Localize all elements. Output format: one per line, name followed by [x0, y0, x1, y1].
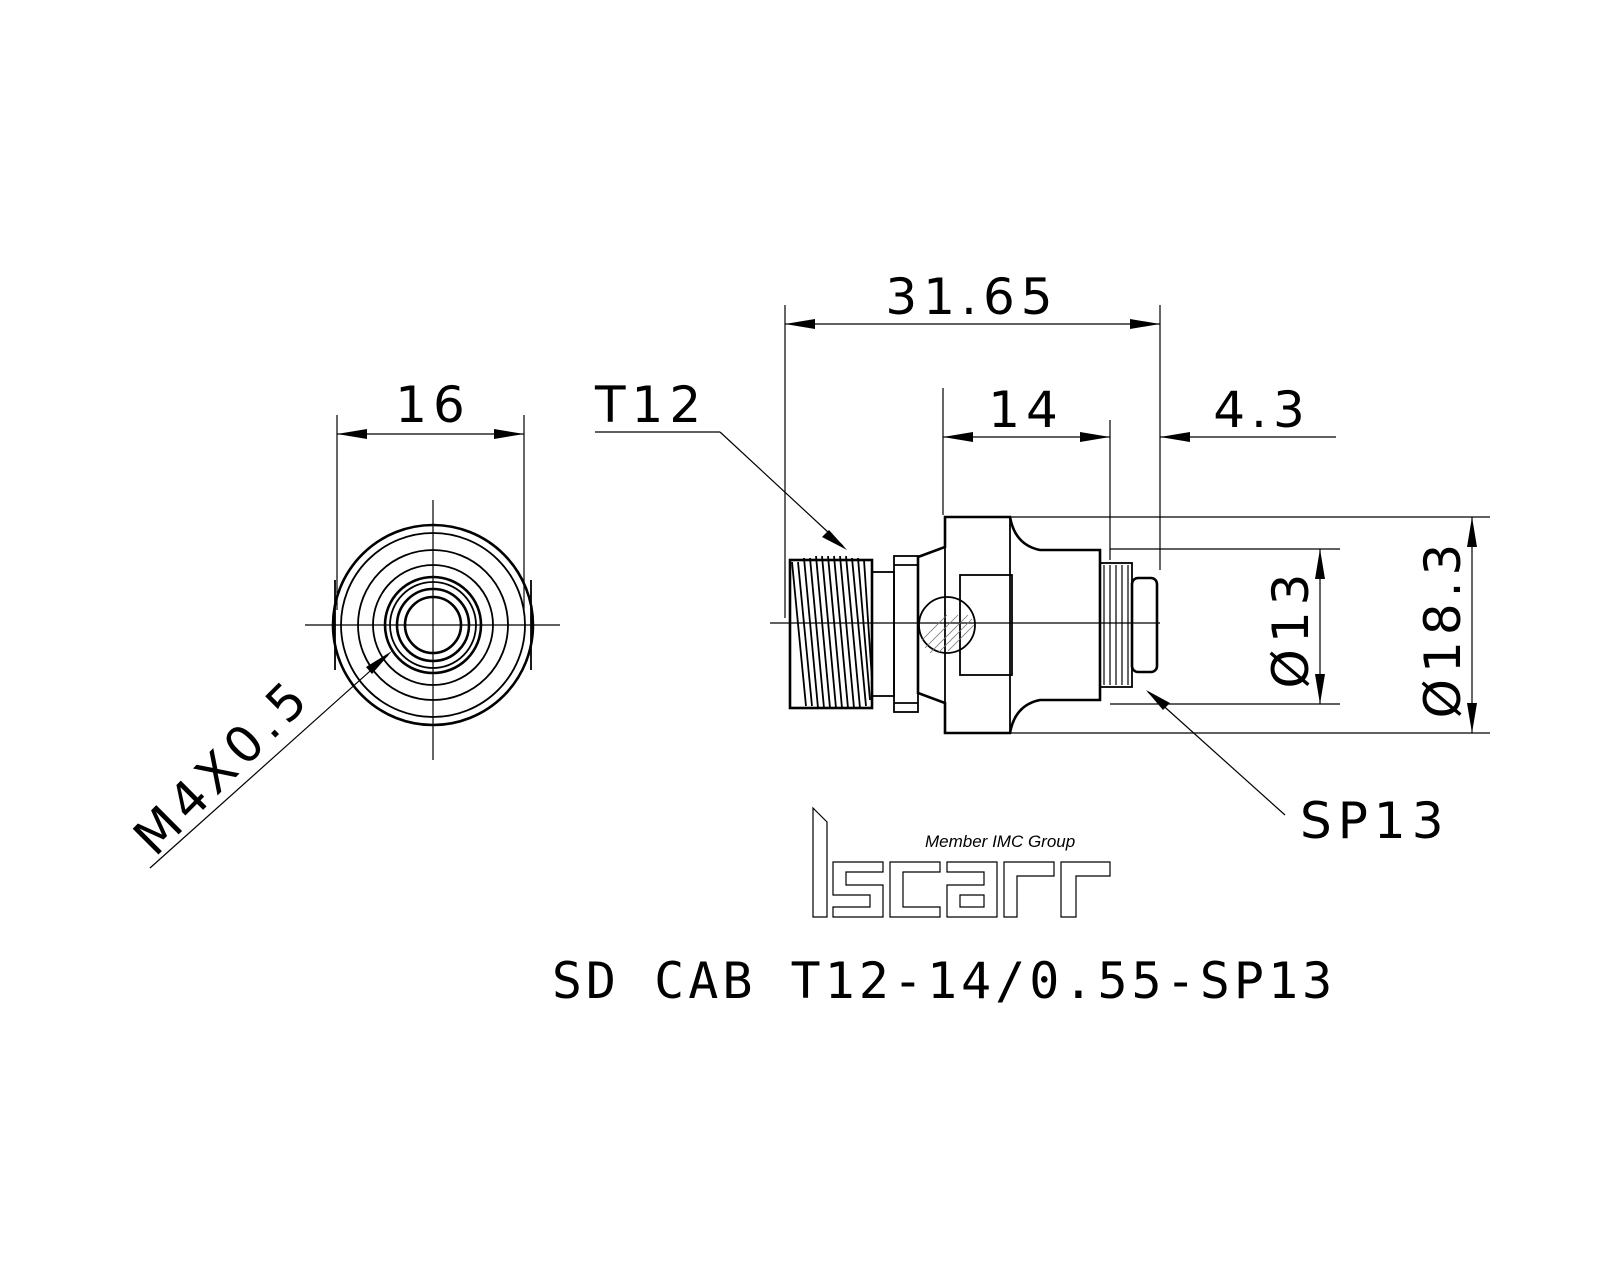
iscar-logo-mark — [812, 806, 1111, 918]
dim3165-arrow-right — [1130, 319, 1160, 329]
seat-tip — [1130, 576, 1159, 674]
brand-logo: Member IMC Group — [812, 806, 1111, 918]
dim13-arrow-bottom — [1315, 674, 1325, 704]
dim14-arrow-right — [1080, 432, 1110, 442]
dim16-arrow-right — [494, 429, 524, 439]
dim14-arrow-left — [943, 432, 973, 442]
shoulder-ring — [357, 549, 509, 701]
dim-front-width: 16 — [395, 376, 471, 434]
dim43-arrow — [1160, 432, 1190, 442]
thread-ring — [383, 575, 483, 675]
t12-leader-arrow — [822, 530, 847, 550]
dim-thread-length: 14 — [988, 381, 1064, 439]
sp13-leader-arrow — [1146, 690, 1170, 710]
dim-outer-diameter: Ø18.3 — [1414, 538, 1472, 719]
thread-turns — [791, 555, 873, 709]
dim183-arrow-top — [1467, 517, 1477, 547]
outer-ring — [331, 523, 535, 727]
section-hatch — [921, 614, 975, 654]
hex-socket — [959, 574, 1013, 676]
section-disc — [918, 596, 976, 654]
thread-neck — [871, 571, 895, 697]
part-number: SD CAB T12-14/0.55-SP13 — [552, 952, 1336, 1010]
thread-collar — [893, 555, 919, 713]
chamfer-ring — [340, 532, 526, 718]
logo-tagline: Member IMC Group — [925, 832, 1075, 851]
nut-ring — [389, 581, 477, 669]
front-view: 16 M4X0.5 — [122, 376, 560, 869]
dim-overall-length: 31.65 — [885, 268, 1058, 326]
t12-leader — [719, 431, 844, 547]
dim3165-arrow-left — [785, 319, 815, 329]
m4-leader-arrow — [366, 651, 392, 674]
dim-tip-length: 4.3 — [1213, 381, 1311, 439]
thread-outer-ring — [372, 564, 494, 686]
callout-thread-type: T12 — [594, 376, 707, 434]
sp13-leader — [1147, 691, 1286, 816]
seat-spring-coils — [1103, 565, 1129, 685]
callout-front-thread: M4X0.5 — [122, 667, 322, 867]
dim183-arrow-bottom — [1467, 703, 1477, 733]
callout-seat: SP13 — [1300, 792, 1450, 850]
bore-outer-ring — [395, 587, 471, 663]
dim13-arrow-top — [1315, 549, 1325, 579]
dim-inner-diameter: Ø13 — [1262, 568, 1320, 689]
dim16-arrow-left — [337, 429, 367, 439]
m4-leader — [149, 654, 389, 869]
bore-ring — [403, 595, 463, 655]
side-view: 31.65 14 4.3 Ø13 Ø18.3 T12 SP1 — [594, 268, 1490, 850]
